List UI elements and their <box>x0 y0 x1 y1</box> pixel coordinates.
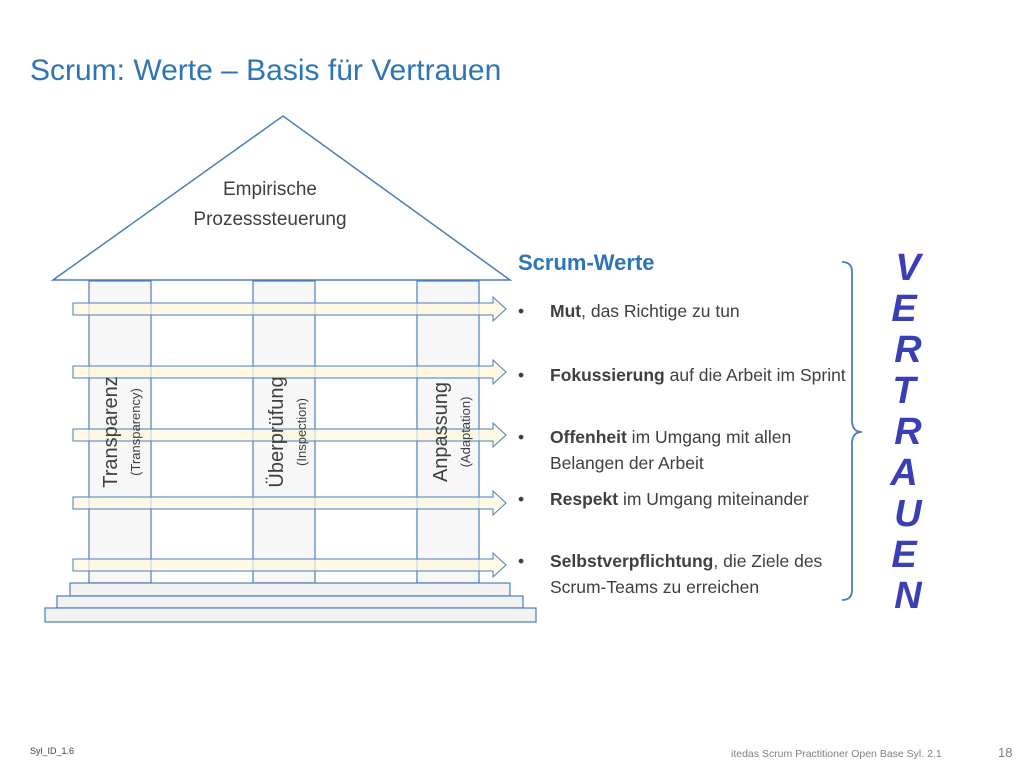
vertrauen-letter: U <box>894 493 923 535</box>
roof-label-line2: Prozesssteuerung <box>193 209 346 230</box>
pillar-label-adaptation: Anpassung <box>430 382 452 482</box>
value-keyword: Respekt <box>550 489 619 509</box>
arrow-row-1 <box>72 295 507 323</box>
value-keyword: Offenheit <box>550 427 627 447</box>
footer-syllabus-id: Syl_ID_1.6 <box>30 746 75 756</box>
value-item-courage: Mut, das Richtige zu tun <box>518 298 848 324</box>
vertrauen-letter: N <box>894 575 923 617</box>
values-brace <box>841 261 863 601</box>
value-item-openness: Offenheit im Umgang mit allen Belangen d… <box>518 424 848 476</box>
slide-title: Scrum: Werte – Basis für Vertrauen <box>30 54 502 87</box>
value-item-commitment: Selbstverpflichtung, die Ziele des Scrum… <box>518 548 848 600</box>
value-description: , das Richtige zu tun <box>581 301 740 321</box>
vertrauen-letter: E <box>891 288 918 330</box>
pillar-label-inspection: Überprüfung <box>266 376 288 487</box>
temple-step-bottom <box>44 607 537 623</box>
value-item-focus: Fokussierung auf die Arbeit im Sprint <box>518 362 848 388</box>
vertrauen-letter: E <box>891 534 918 576</box>
vertrauen-letter: V <box>895 247 923 289</box>
pillar-sublabel-transparency: (Transparency) <box>128 388 143 476</box>
arrow-row-2 <box>72 358 507 386</box>
value-description: im Umgang mit allen Belangen der Arbeit <box>550 427 792 473</box>
arrow-row-3 <box>72 421 507 449</box>
arrow-row-5 <box>72 551 507 579</box>
page-number: 18 <box>998 745 1013 760</box>
temple-step-middle <box>56 595 524 609</box>
pillar-sublabel-adaptation: (Adaptation) <box>458 397 473 468</box>
vertrauen-letter: T <box>892 370 918 412</box>
value-item-respect: Respekt im Umgang miteinander <box>518 486 848 512</box>
roof-label-line1: Empirische <box>223 179 317 200</box>
pillar-label-transparency: Transparenz <box>100 376 122 488</box>
value-description: , die Ziele des Scrum-Teams zu erreichen <box>550 551 823 597</box>
temple-step-top <box>69 582 511 597</box>
value-keyword: Selbstverpflichtung <box>550 551 714 571</box>
vertrauen-letter: R <box>894 329 922 371</box>
arrow-row-4 <box>72 489 507 517</box>
temple-roof <box>50 115 513 281</box>
value-description: im Umgang miteinander <box>618 489 809 509</box>
value-description: auf die Arbeit im Sprint <box>664 365 846 385</box>
pillar-sublabel-inspection: (Inspection) <box>294 398 309 466</box>
value-keyword: Fokussierung <box>550 365 665 385</box>
footer-course-name: itedas Scrum Practitioner Open Base Syl.… <box>731 748 942 760</box>
vertrauen-letter: R <box>894 411 922 453</box>
value-keyword: Mut <box>550 301 582 321</box>
vertrauen-letter: A <box>889 452 917 494</box>
scrum-values-heading: Scrum-Werte <box>518 250 655 275</box>
